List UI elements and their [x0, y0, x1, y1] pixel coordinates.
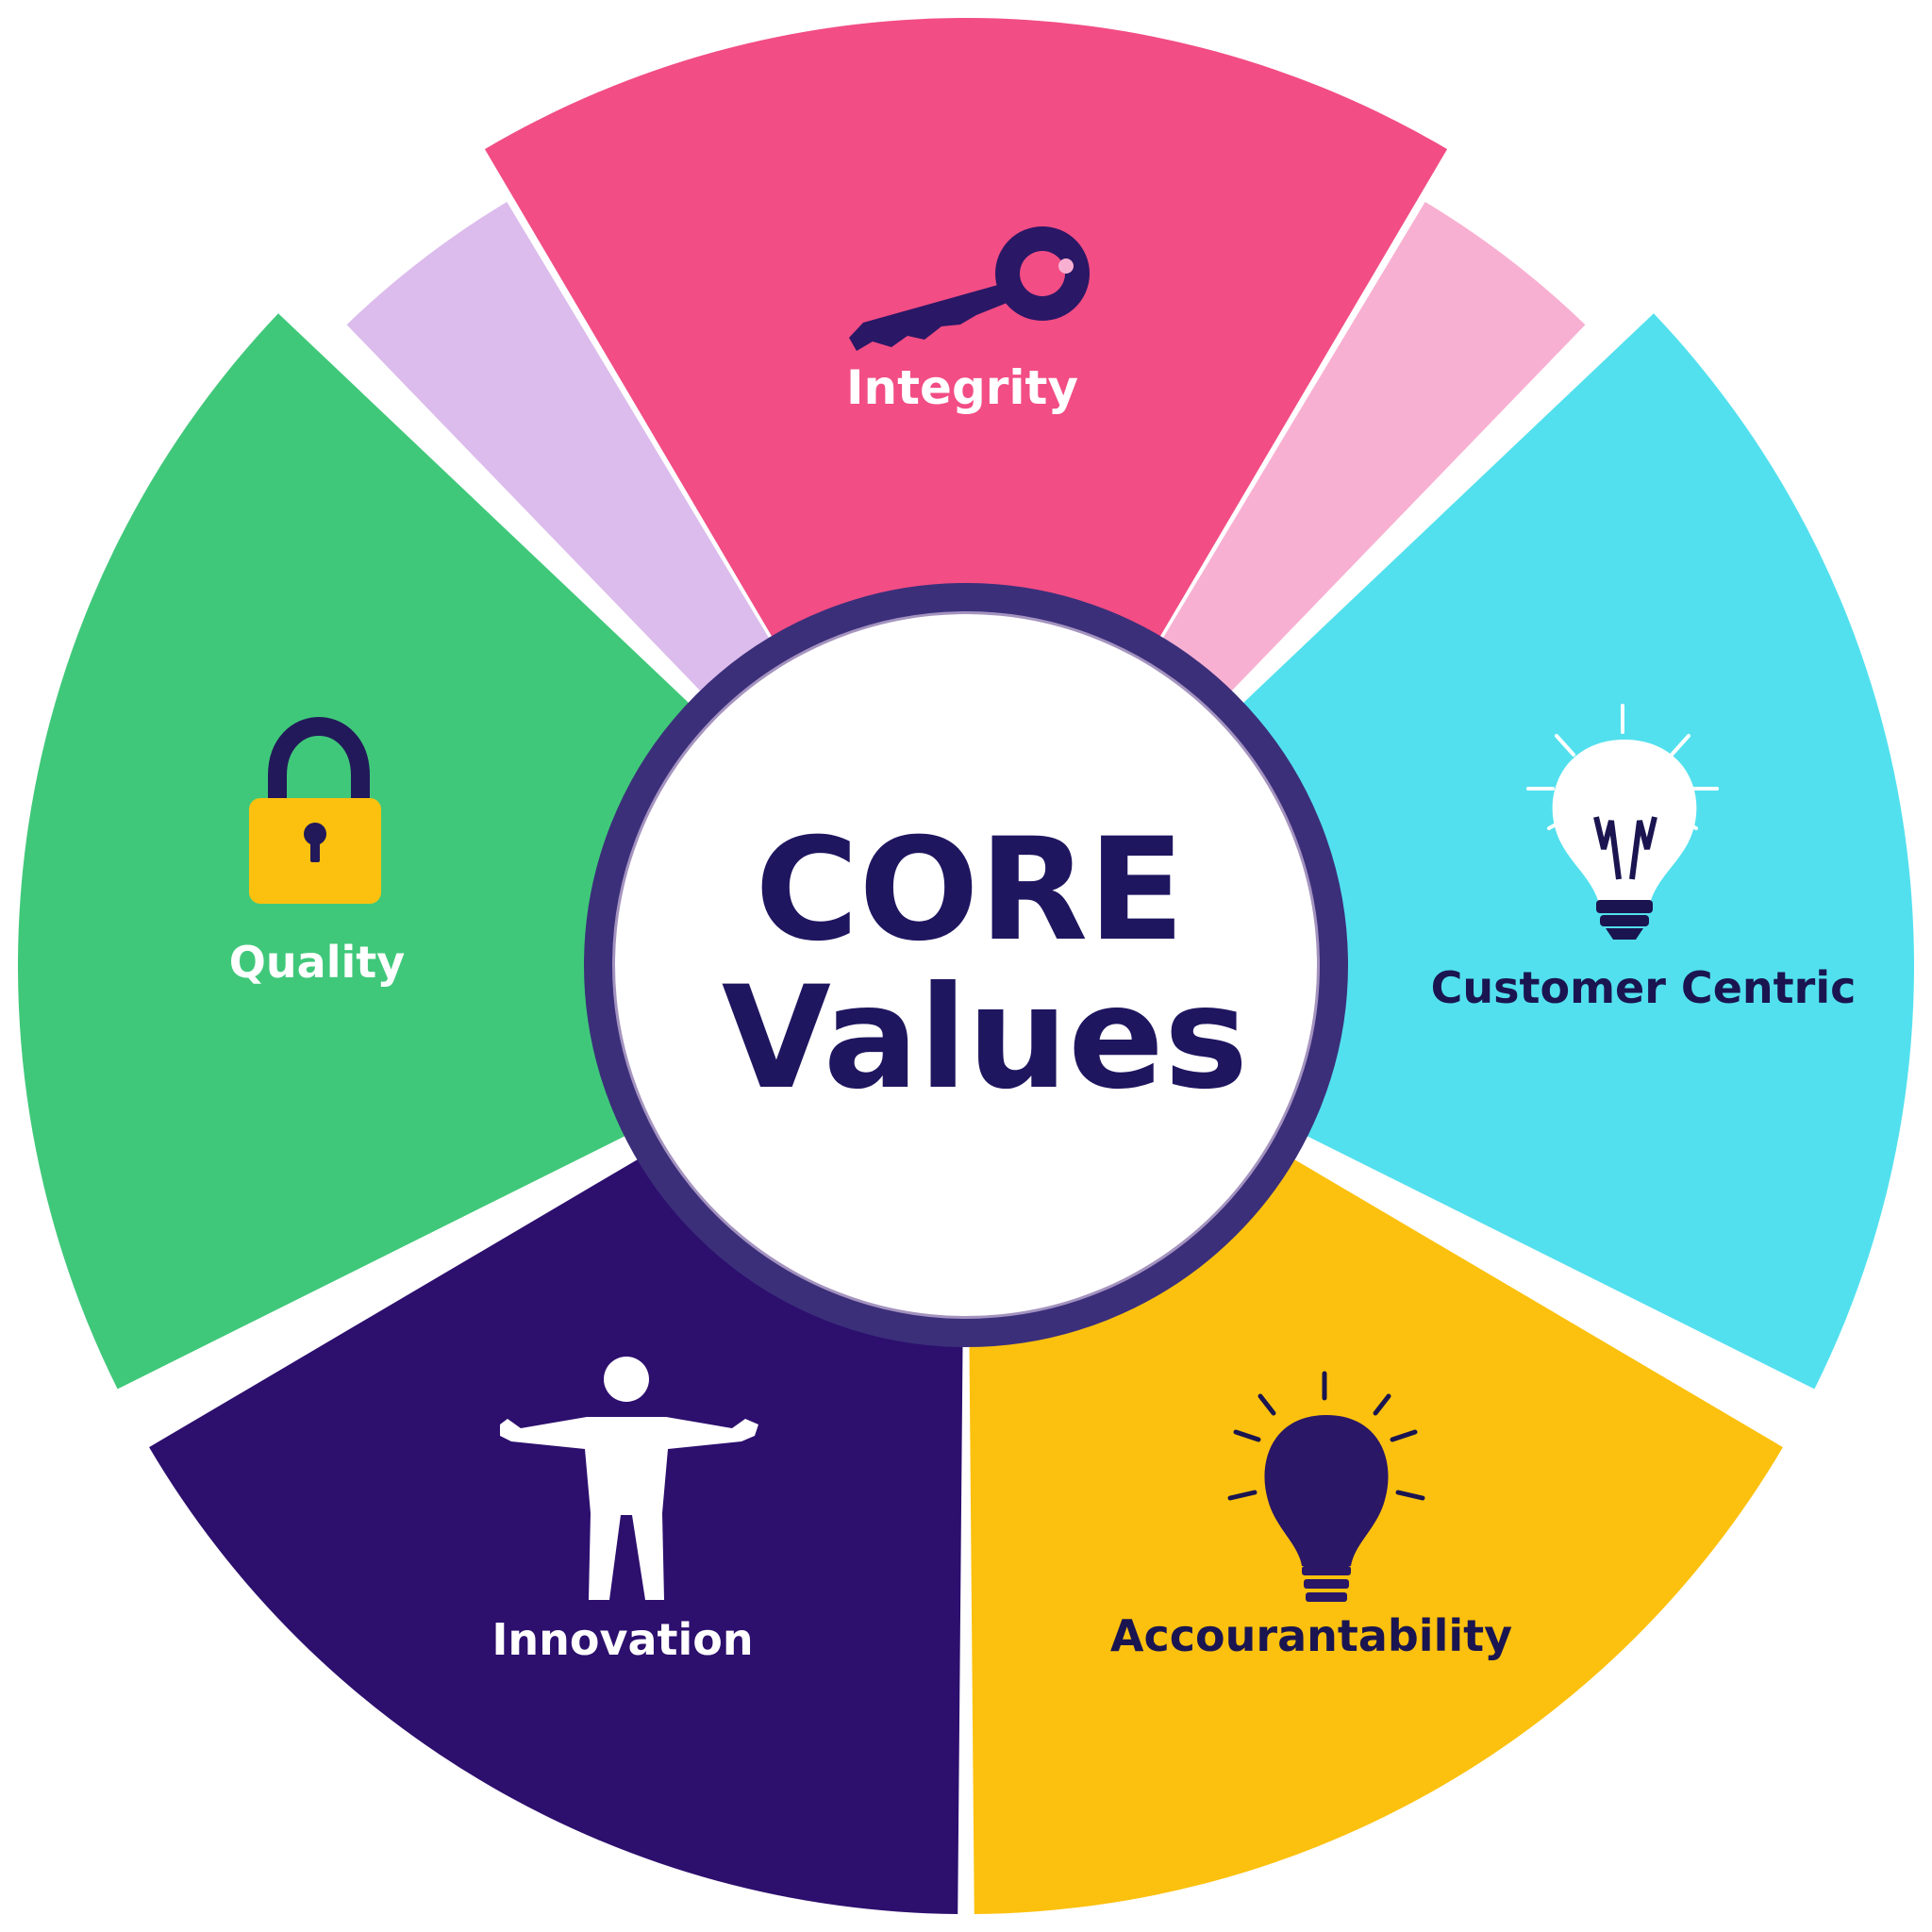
key-icon: [849, 226, 1090, 351]
label-innovation: Innovation: [491, 1614, 753, 1665]
lavender-accent-wedge: [346, 201, 774, 698]
label-quality: Quality: [229, 937, 405, 988]
center-disc: [615, 614, 1317, 1316]
inner-ring: [584, 583, 1348, 1347]
lightbulb-filled-icon: [1227, 1371, 1425, 1602]
segment-integrity: [484, 17, 1448, 645]
label-accountability: Accourantability: [1110, 1610, 1512, 1661]
center-title-line1: CORE: [755, 808, 1185, 973]
label-integrity: Integrity: [846, 360, 1078, 415]
pink-accent-wedge: [1158, 201, 1586, 698]
person-icon: [500, 1357, 758, 1600]
segment-innovation: [149, 1155, 963, 1914]
padlock-icon: [249, 716, 381, 904]
segment-accountability: [969, 1155, 1783, 1914]
label-customer-centric: Customer Centric: [1431, 962, 1857, 1013]
lightbulb-outline-icon: [1526, 704, 1719, 940]
center-title-line2: Values: [722, 957, 1248, 1121]
